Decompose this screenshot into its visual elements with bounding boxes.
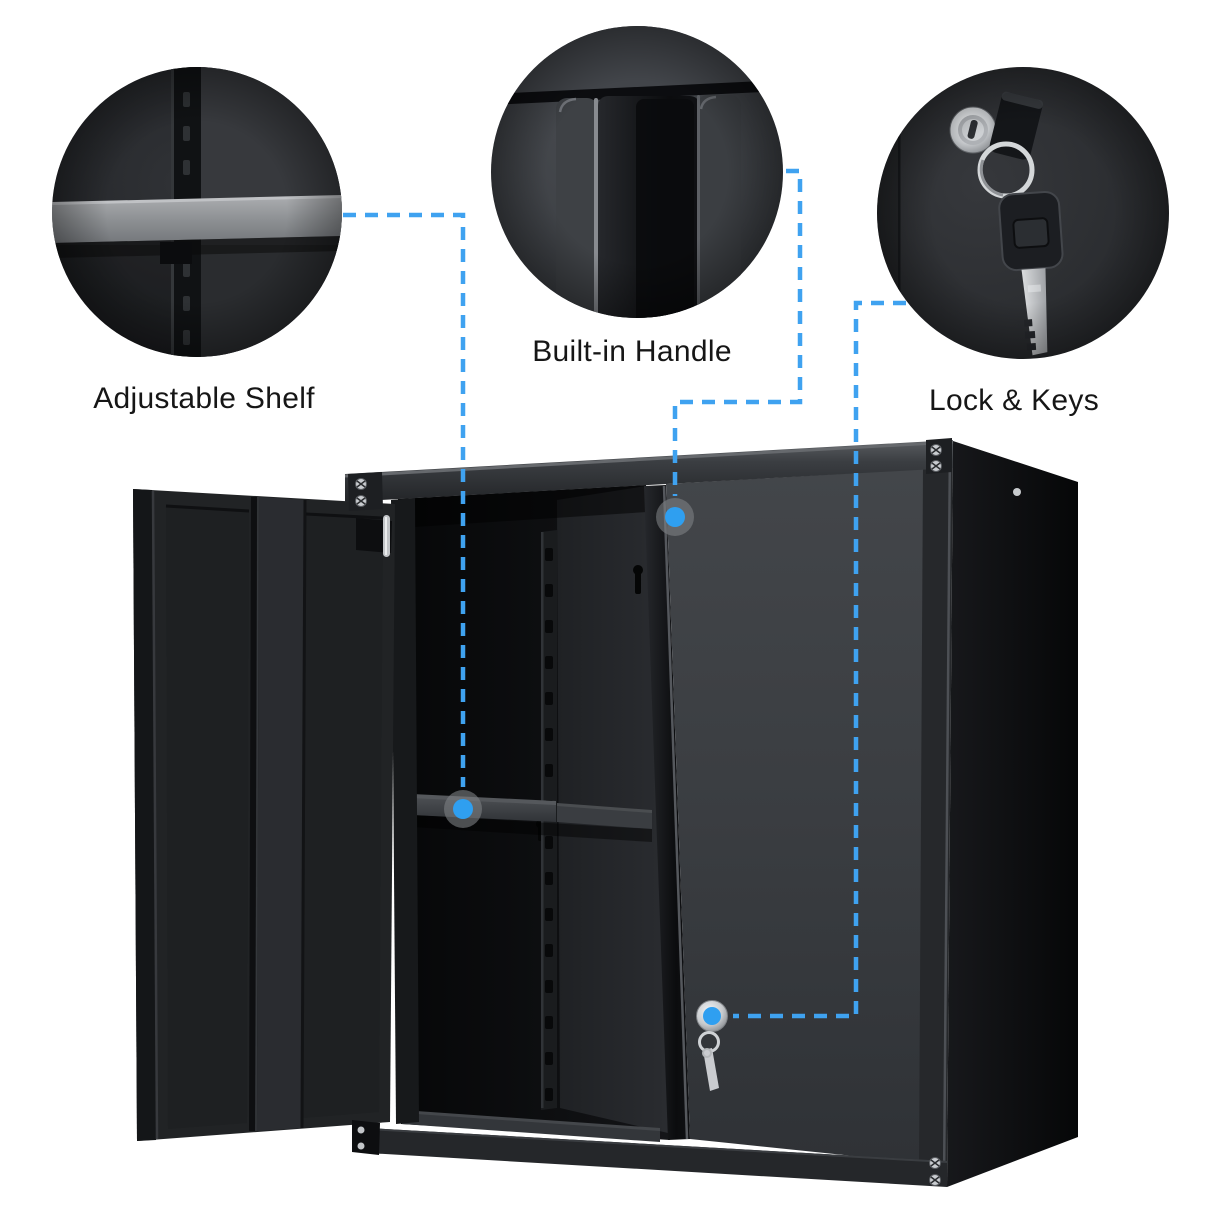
connector-adjustable-shelf: [343, 212, 466, 787]
frame-top-rail: [344, 440, 954, 502]
interior-floor: [402, 1110, 660, 1142]
cabinet-side-panel: [947, 441, 1078, 1187]
left-door-free-edge: [133, 489, 156, 1141]
door-hinge-top: [356, 515, 392, 557]
right-door-closed: [666, 469, 925, 1163]
connector-lock-and-keys: [733, 300, 906, 1019]
label-adjustable-shelf: Adjustable Shelf: [93, 382, 315, 415]
frame-screws: [355, 444, 942, 1186]
feature-dot-lock-and-keys: [703, 1007, 721, 1025]
left-door-center-stile: [257, 497, 306, 1131]
callout-circle-lock-and-keys: [877, 67, 1169, 359]
left-door-open: [133, 489, 395, 1141]
label-built-in-handle: Built-in Handle: [532, 335, 732, 368]
frame-right-stile: [919, 441, 953, 1187]
side-panel-screw: [1013, 488, 1021, 496]
feature-dot-adjustable-shelf: [444, 790, 482, 828]
frame-bottom-rail: [367, 1128, 948, 1187]
callout-circle-adjustable-shelf: [52, 67, 342, 357]
label-lock-and-keys: Lock & Keys: [928, 384, 1100, 417]
connector-built-in-handle: [672, 168, 803, 496]
feature-dot-built-in-handle: [656, 498, 694, 536]
handle-recess: [644, 485, 690, 1140]
left-door-panel: [166, 505, 249, 1129]
hanging-key: [703, 1048, 719, 1091]
callout-circle-built-in-handle: [491, 26, 783, 318]
door-hinge-bottom: [352, 1120, 380, 1155]
frame-left-stile: [391, 498, 419, 1124]
cabinet-illustration: [133, 438, 1078, 1187]
left-door-panel: [303, 513, 383, 1118]
cabinet-interior: [398, 485, 670, 1142]
